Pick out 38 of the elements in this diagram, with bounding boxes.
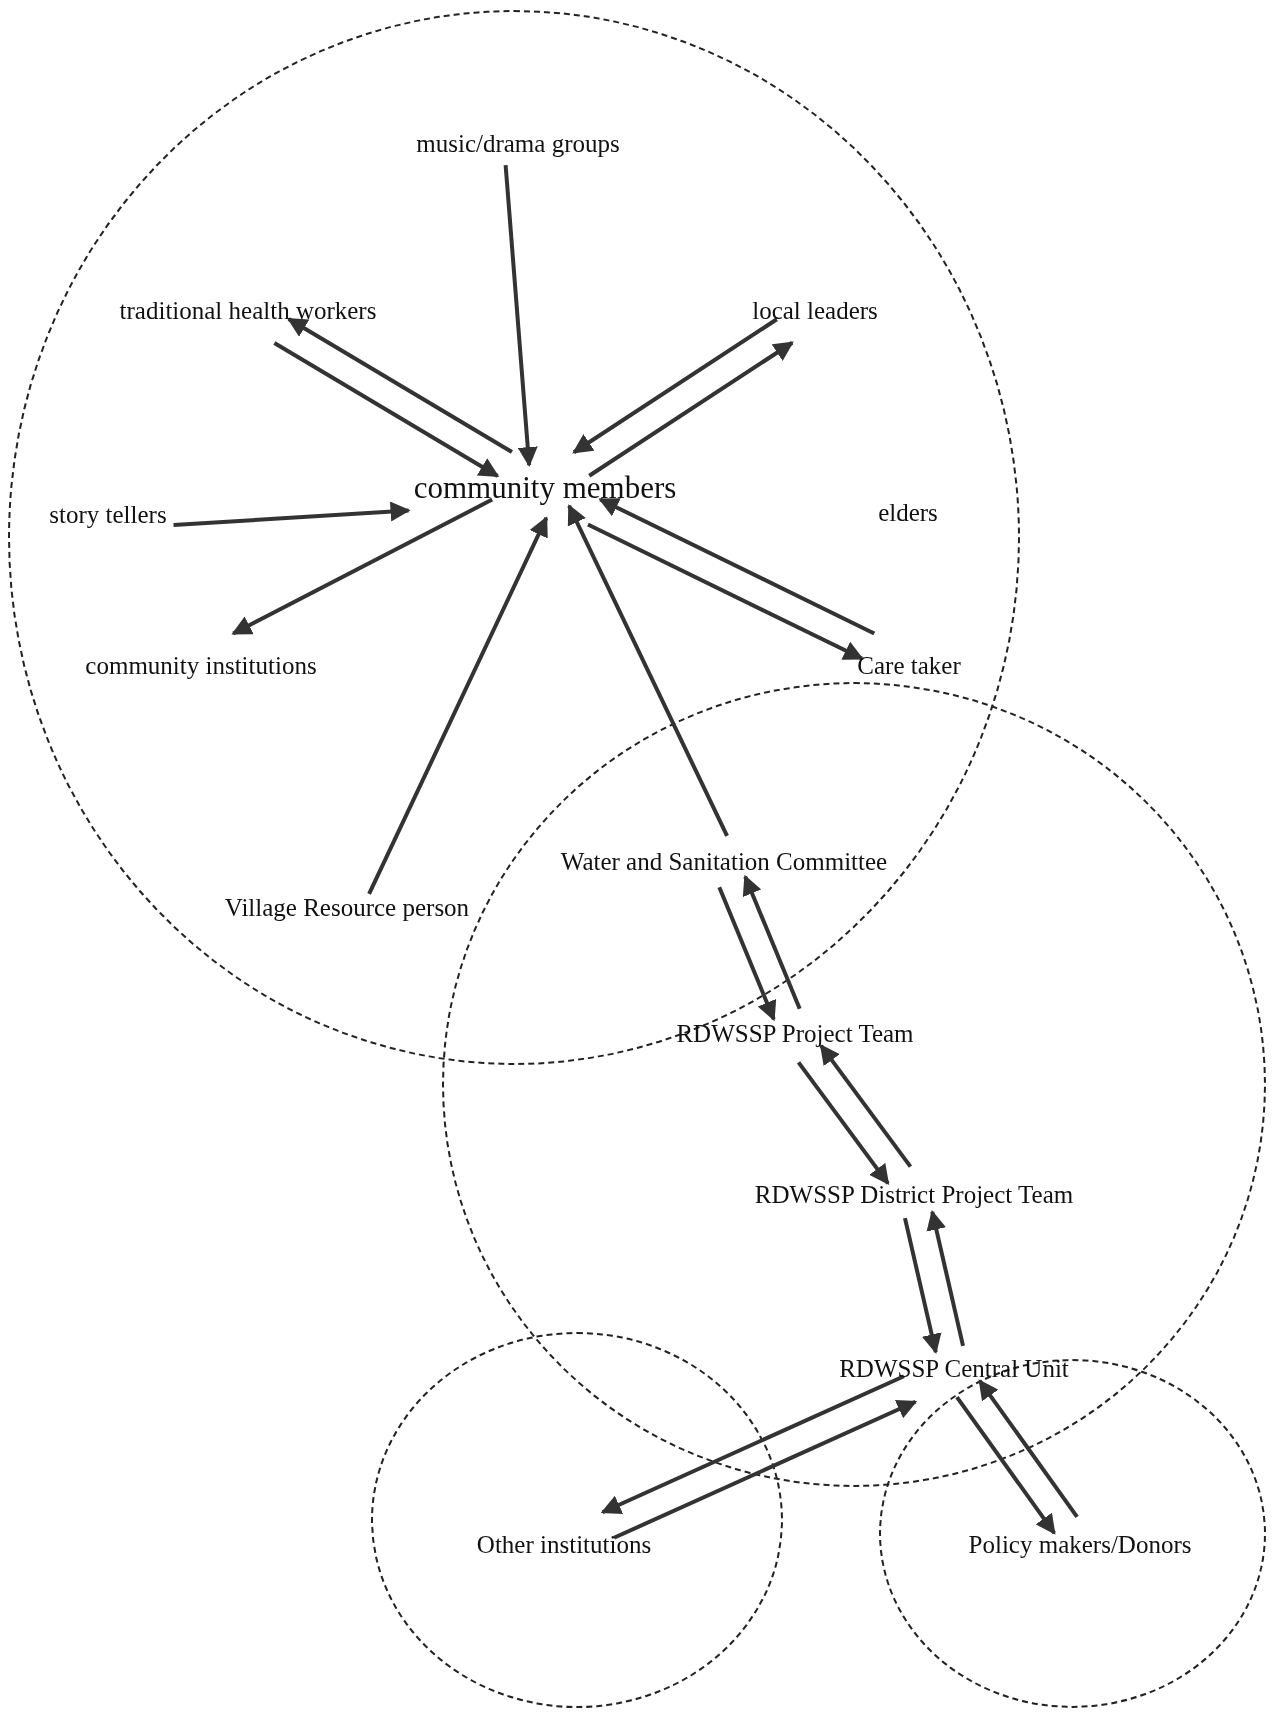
node-label: story tellers bbox=[49, 501, 167, 529]
arrow bbox=[587, 522, 864, 661]
arrow bbox=[742, 874, 802, 1010]
arrow bbox=[903, 1217, 942, 1355]
node-label: RDWSSP Project Team bbox=[676, 1020, 914, 1048]
dashed-circle bbox=[8, 10, 1020, 1065]
arrow bbox=[588, 341, 794, 478]
arrow bbox=[978, 1379, 1079, 1518]
arrow bbox=[926, 1209, 965, 1347]
arrow bbox=[231, 497, 494, 636]
arrow bbox=[717, 886, 777, 1022]
arrow bbox=[273, 341, 500, 478]
arrow bbox=[796, 1061, 890, 1185]
node-label: Care taker bbox=[857, 652, 961, 680]
node-label: local leaders bbox=[752, 297, 878, 325]
arrow bbox=[600, 1374, 905, 1515]
node-label: community members bbox=[413, 470, 677, 506]
label-text: elders bbox=[878, 499, 938, 527]
arrow bbox=[598, 497, 876, 636]
arrow bbox=[819, 1044, 913, 1168]
node-label: Water and Sanitation Committee bbox=[560, 848, 888, 876]
node-label: community institutions bbox=[85, 652, 317, 680]
dashed-circle bbox=[371, 1332, 783, 1708]
node-label: traditional health workers bbox=[119, 297, 377, 325]
arrow bbox=[173, 501, 411, 527]
node-label: Policy makers/Donors bbox=[968, 1531, 1192, 1559]
arrow bbox=[567, 504, 729, 837]
node-label: music/drama groups bbox=[416, 130, 620, 158]
arrow bbox=[955, 1396, 1056, 1535]
arrow bbox=[287, 317, 513, 454]
node-label: Village Resource person bbox=[224, 894, 470, 922]
node-label: Other institutions bbox=[476, 1531, 652, 1559]
node-label: RDWSSP District Project Team bbox=[754, 1181, 1074, 1209]
arrow bbox=[367, 516, 549, 895]
arrow bbox=[613, 1399, 918, 1540]
arrow bbox=[572, 317, 778, 454]
arrow bbox=[503, 164, 538, 468]
node-label: RDWSSP Central Unit bbox=[839, 1355, 1069, 1383]
